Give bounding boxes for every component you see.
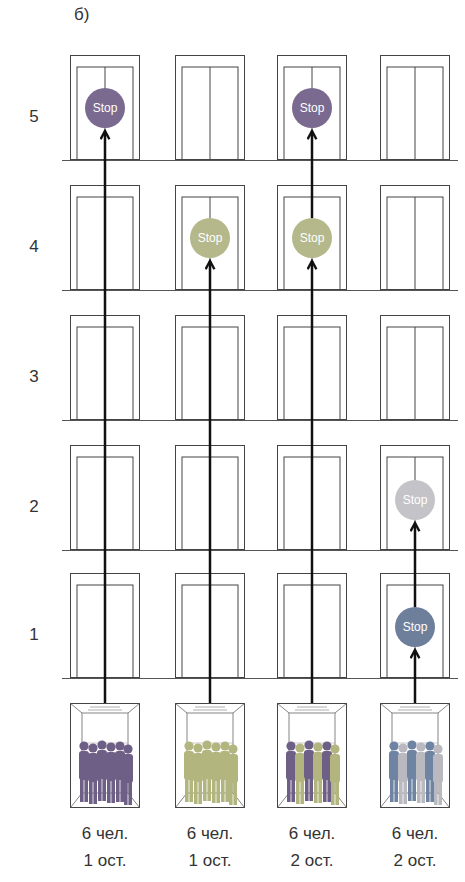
elevator-cabin: 6 чел. 2 ост.: [380, 703, 450, 808]
passengers: [433, 744, 443, 805]
passengers: [202, 740, 212, 801]
passengers: [416, 742, 426, 803]
cabin-caption: 6 чел. 1 ост.: [55, 820, 155, 874]
stop-text: Stop: [93, 101, 118, 115]
stop-text: Stop: [198, 231, 223, 245]
cabin-caption-text: 6 чел. 2 ост.: [283, 820, 341, 874]
passengers: [313, 742, 323, 803]
elevator-cabin: 6 чел. 1 ост.: [175, 703, 245, 808]
floor-number: 4: [19, 236, 49, 258]
passengers: [211, 742, 221, 803]
floor-number: 3: [19, 366, 49, 388]
passengers: [79, 740, 443, 805]
passengers: [295, 743, 305, 804]
stop-circle: Stop: [292, 218, 332, 258]
floor-lines: [62, 420, 458, 421]
travel-arrow: [209, 261, 212, 703]
elevator-doors: [381, 316, 450, 421]
passengers: [79, 741, 89, 802]
passengers: [286, 741, 296, 802]
cabin-caption: 6 чел. 2 ост.: [365, 820, 465, 874]
floor-lines: [62, 160, 458, 161]
passengers: [97, 740, 107, 801]
floor-number: 1: [19, 624, 49, 646]
elevator-doors: [381, 186, 450, 291]
elevator-doors: [71, 56, 450, 679]
stop-circle: Stop: [395, 607, 435, 647]
floor-lines: [62, 678, 458, 679]
floor-lines: [62, 550, 458, 551]
passengers: [407, 740, 417, 801]
stop-text: Stop: [403, 620, 428, 634]
stop-circle: Stop: [85, 88, 125, 128]
cabin-caption-text: 6 чел. 1 ост.: [76, 820, 134, 874]
stop-text: Stop: [403, 493, 428, 507]
travel-arrow: [104, 131, 107, 703]
stop-circle: Stop: [190, 218, 230, 258]
passengers: [389, 741, 399, 802]
travel-arrow: [311, 261, 314, 703]
cabin-caption-text: 6 чел. 1 ост.: [181, 820, 239, 874]
passengers: [193, 743, 203, 804]
stop-text: Stop: [300, 101, 325, 115]
stop-circle: Stop: [395, 480, 435, 520]
travel-arrow: [414, 650, 417, 703]
elevator-doors: [176, 56, 245, 161]
passengers: [88, 743, 98, 804]
stop-circle: Stop: [292, 88, 332, 128]
elevator-doors: [381, 56, 450, 161]
passengers: [304, 740, 314, 801]
elevator-cabin: 6 чел. 1 ост.: [70, 703, 140, 808]
cabin-drawings: [381, 704, 450, 808]
panel-label: б): [74, 4, 89, 26]
passengers: [398, 743, 408, 804]
travel-arrow: [311, 131, 314, 218]
elevator-cabin: 6 чел. 2 ост.: [277, 703, 347, 808]
cabin-drawings: [71, 704, 140, 808]
passengers: [123, 744, 133, 805]
floor-lines: [62, 161, 458, 679]
floor-number: 5: [19, 106, 49, 128]
passengers: [228, 744, 238, 805]
cabin-caption: 6 чел. 2 ост.: [262, 820, 362, 874]
passengers: [330, 744, 340, 805]
cabin-drawings: [176, 704, 245, 808]
passengers: [184, 741, 194, 802]
cabin-caption-text: 6 чел. 2 ост.: [386, 820, 444, 874]
passengers: [106, 742, 116, 803]
cabin-caption: 6 чел. 1 ост.: [160, 820, 260, 874]
travel-arrow: [414, 523, 417, 607]
cabin-drawings: [71, 704, 450, 808]
cabin-drawings: [278, 704, 347, 808]
floor-lines: [62, 290, 458, 291]
stop-text: Stop: [300, 231, 325, 245]
floor-number: 2: [19, 496, 49, 518]
